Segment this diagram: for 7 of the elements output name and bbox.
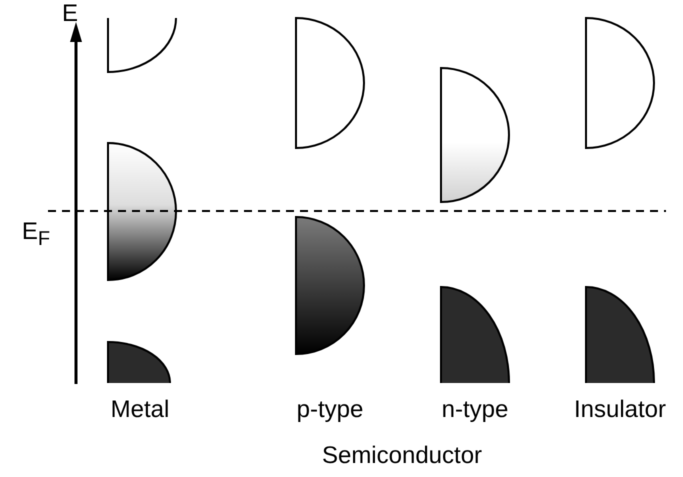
material-label: p-type	[296, 398, 364, 422]
material-label: Metal	[110, 398, 170, 422]
group-label: Semiconductor	[322, 444, 482, 468]
material-label: Insulator	[574, 398, 666, 422]
fermi-level-label: E$_{F}$	[22, 220, 50, 249]
axis-label: E	[62, 2, 78, 26]
material-label: n-type	[442, 398, 508, 422]
